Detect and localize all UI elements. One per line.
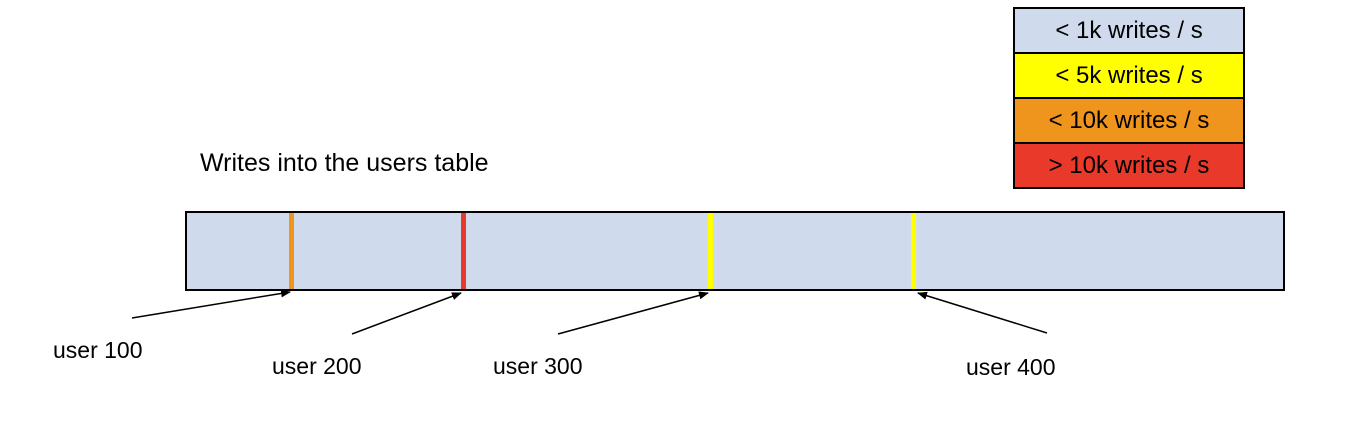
legend-item-label: < 5k writes / s [1055,61,1203,89]
label-user-400: user 400 [966,354,1056,380]
legend: < 1k writes / s < 5k writes / s < 10k wr… [1013,7,1245,189]
diagram-title: Writes into the users table [200,149,489,177]
arrow-user-400 [917,291,1048,334]
label-user-200: user 200 [272,353,362,379]
legend-item-lt-10k: < 10k writes / s [1013,97,1245,144]
label-user-300: user 300 [493,353,583,379]
hotspot-marker-user-300 [708,213,713,289]
arrow-user-300 [557,291,709,335]
legend-item-label: < 1k writes / s [1055,16,1203,44]
users-table-bar [185,211,1285,291]
hotspot-marker-user-100 [289,213,294,289]
legend-item-label: < 10k writes / s [1048,106,1210,134]
hotspot-marker-user-400 [911,213,916,289]
label-user-100: user 100 [53,337,143,363]
hotspot-marker-user-200 [461,213,466,289]
arrow-user-100 [131,289,291,319]
legend-item-lt-5k: < 5k writes / s [1013,52,1245,99]
legend-item-label: > 10k writes / s [1048,151,1210,179]
arrow-user-200 [351,292,462,335]
legend-item-gt-10k: > 10k writes / s [1013,142,1245,189]
legend-item-lt-1k: < 1k writes / s [1013,7,1245,54]
